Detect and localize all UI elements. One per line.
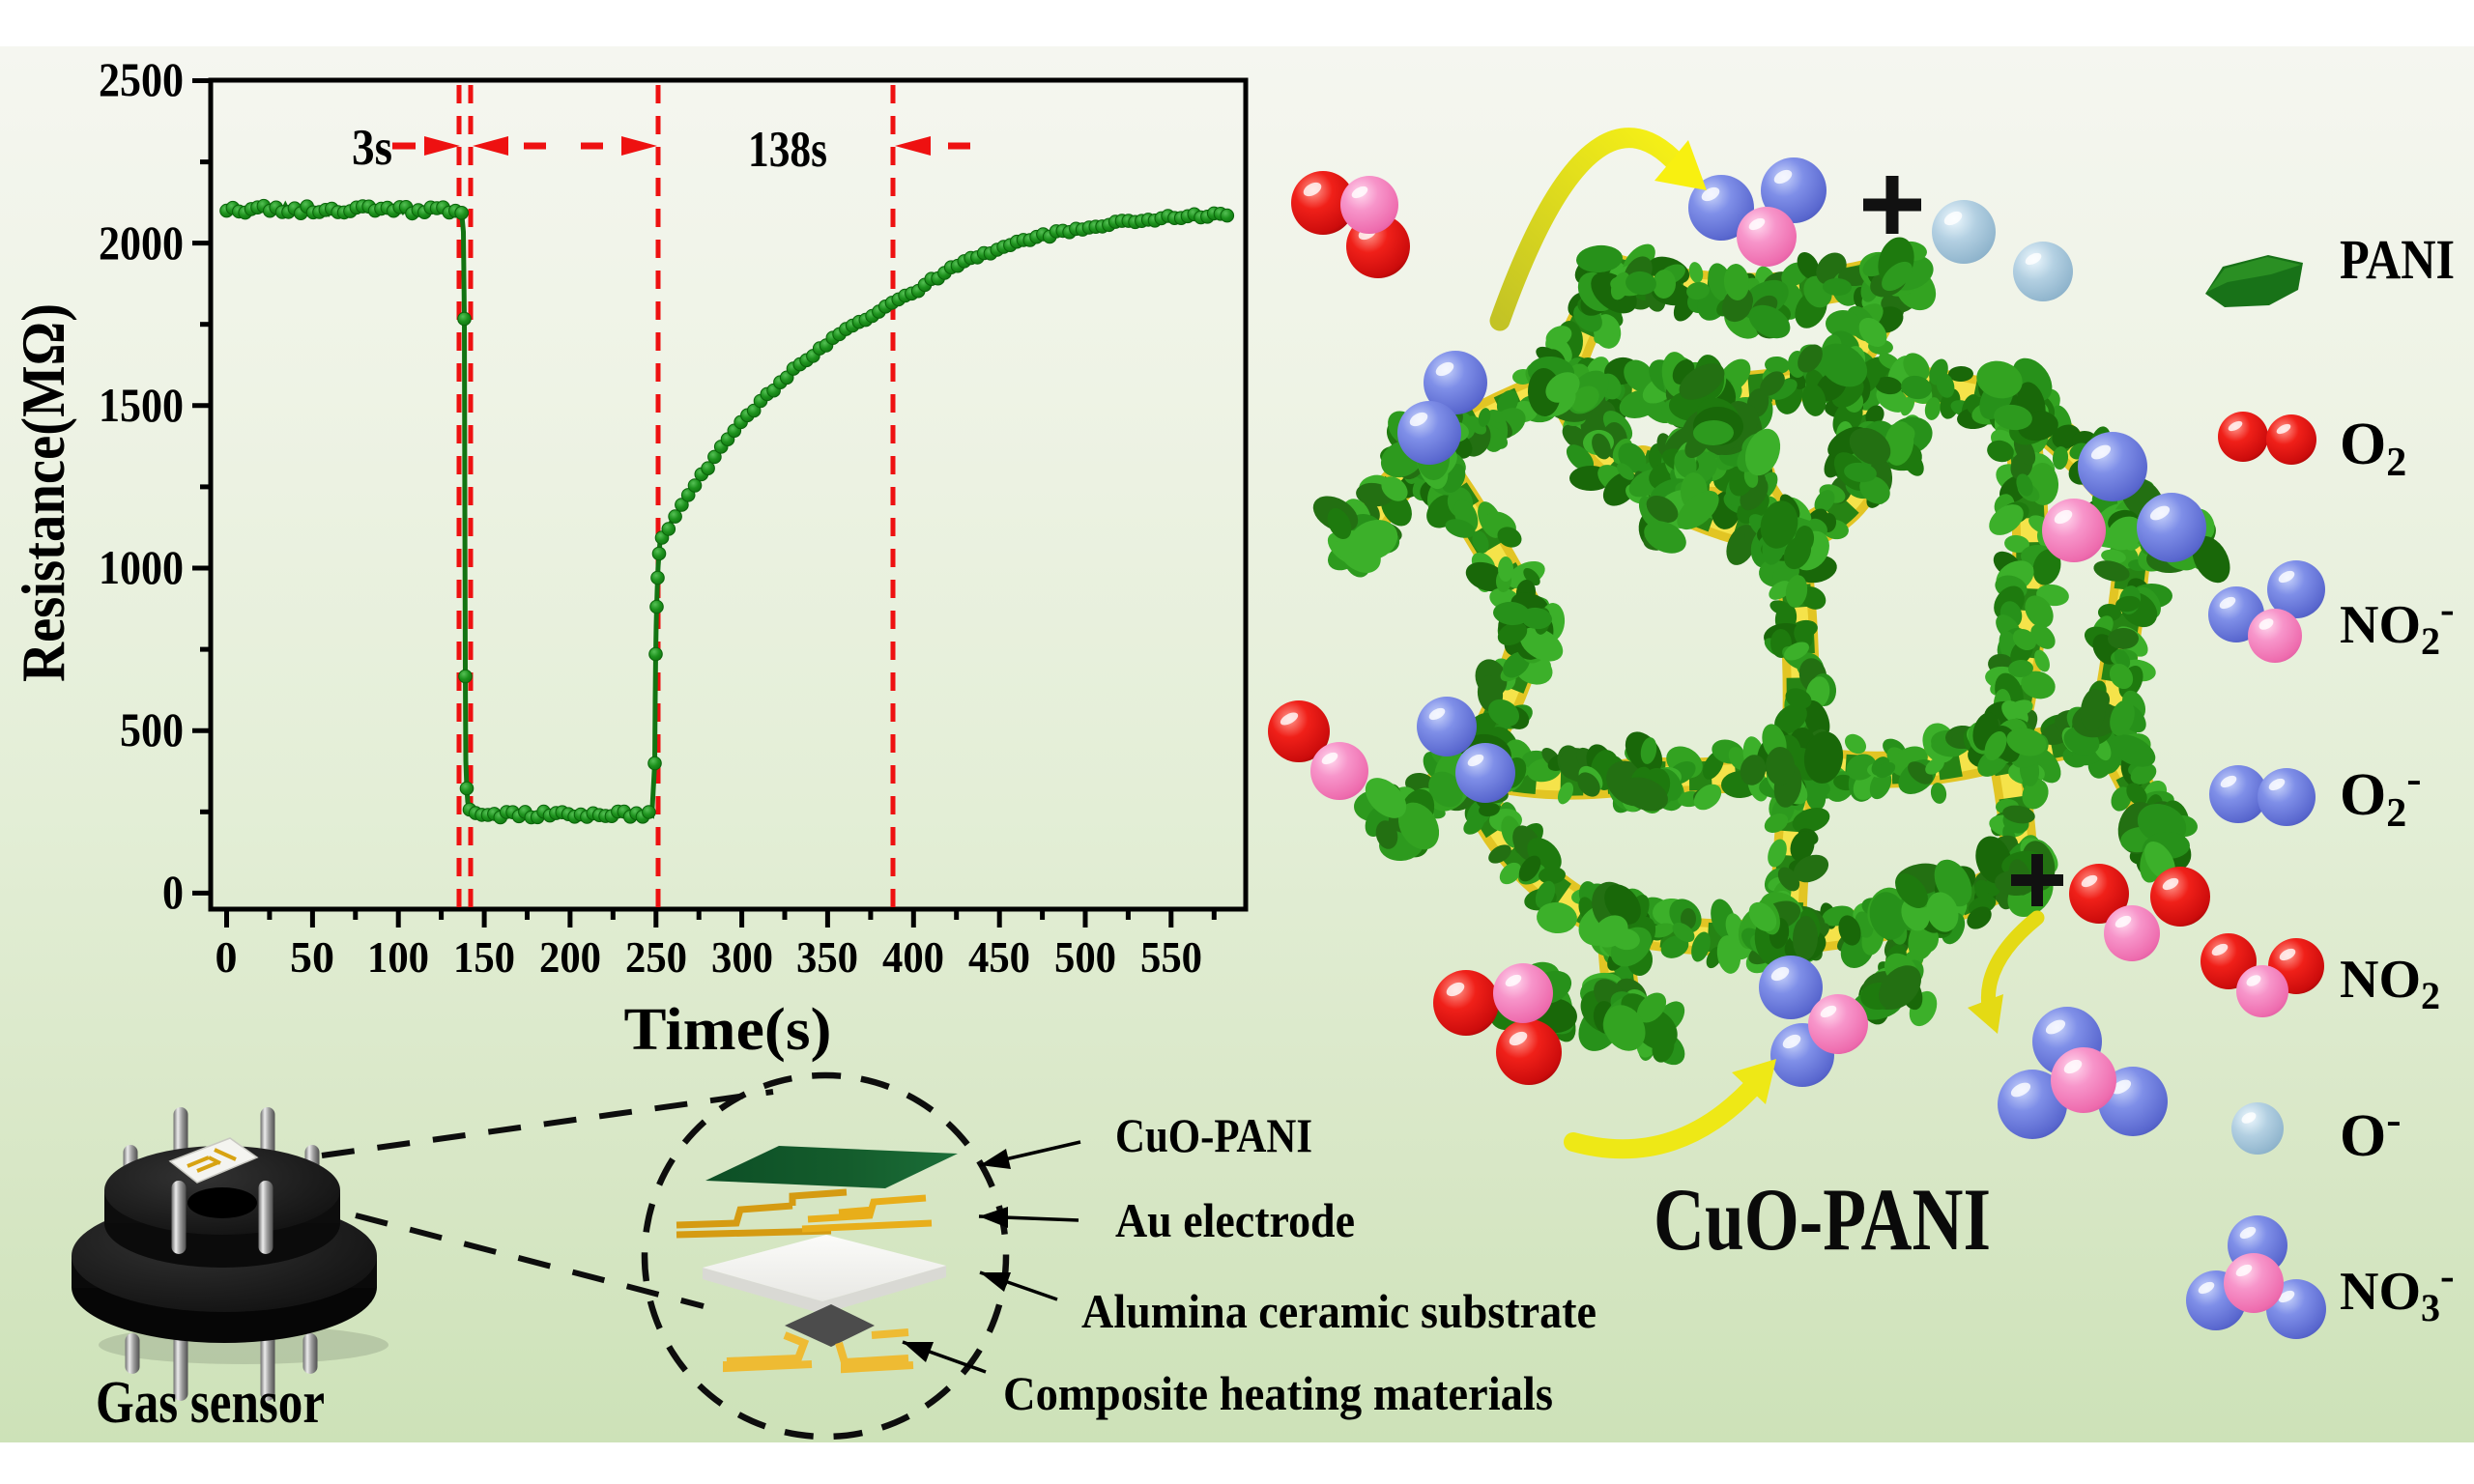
svg-text:Time(s): Time(s) [624, 997, 832, 1063]
svg-text:Gas sensor: Gas sensor [96, 1370, 325, 1436]
svg-text:2000: 2000 [99, 215, 184, 270]
svg-text:3s: 3s [352, 120, 392, 176]
svg-text:450: 450 [968, 932, 1030, 982]
svg-text:CuO-PANI: CuO-PANI [1654, 1170, 1991, 1269]
svg-text:O2: O2 [2340, 412, 2406, 485]
svg-text:100: 100 [367, 932, 429, 982]
svg-text:0: 0 [162, 865, 184, 919]
svg-text:50: 50 [290, 932, 334, 982]
svg-text:400: 400 [882, 932, 944, 982]
svg-text:2500: 2500 [99, 52, 184, 106]
svg-text:Resistance(MΩ): Resistance(MΩ) [9, 303, 77, 682]
svg-text:Composite heating materials: Composite heating materials [1003, 1366, 1553, 1420]
svg-text:Alumina ceramic substrate: Alumina ceramic substrate [1081, 1284, 1597, 1338]
svg-text:250: 250 [625, 932, 687, 982]
svg-text:PANI: PANI [2340, 228, 2455, 291]
svg-text:350: 350 [796, 932, 858, 982]
svg-text:200: 200 [539, 932, 601, 982]
svg-text:Au electrode: Au electrode [1115, 1193, 1355, 1247]
svg-text:300: 300 [711, 932, 773, 982]
svg-text:1500: 1500 [99, 378, 184, 432]
svg-text:500: 500 [1054, 932, 1116, 982]
svg-text:550: 550 [1140, 932, 1202, 982]
svg-text:CuO-PANI: CuO-PANI [1115, 1108, 1312, 1162]
svg-text:500: 500 [120, 702, 184, 756]
svg-text:150: 150 [453, 932, 515, 982]
svg-text:1000: 1000 [99, 540, 184, 594]
svg-text:0: 0 [216, 932, 238, 982]
svg-text:138s: 138s [748, 122, 827, 178]
